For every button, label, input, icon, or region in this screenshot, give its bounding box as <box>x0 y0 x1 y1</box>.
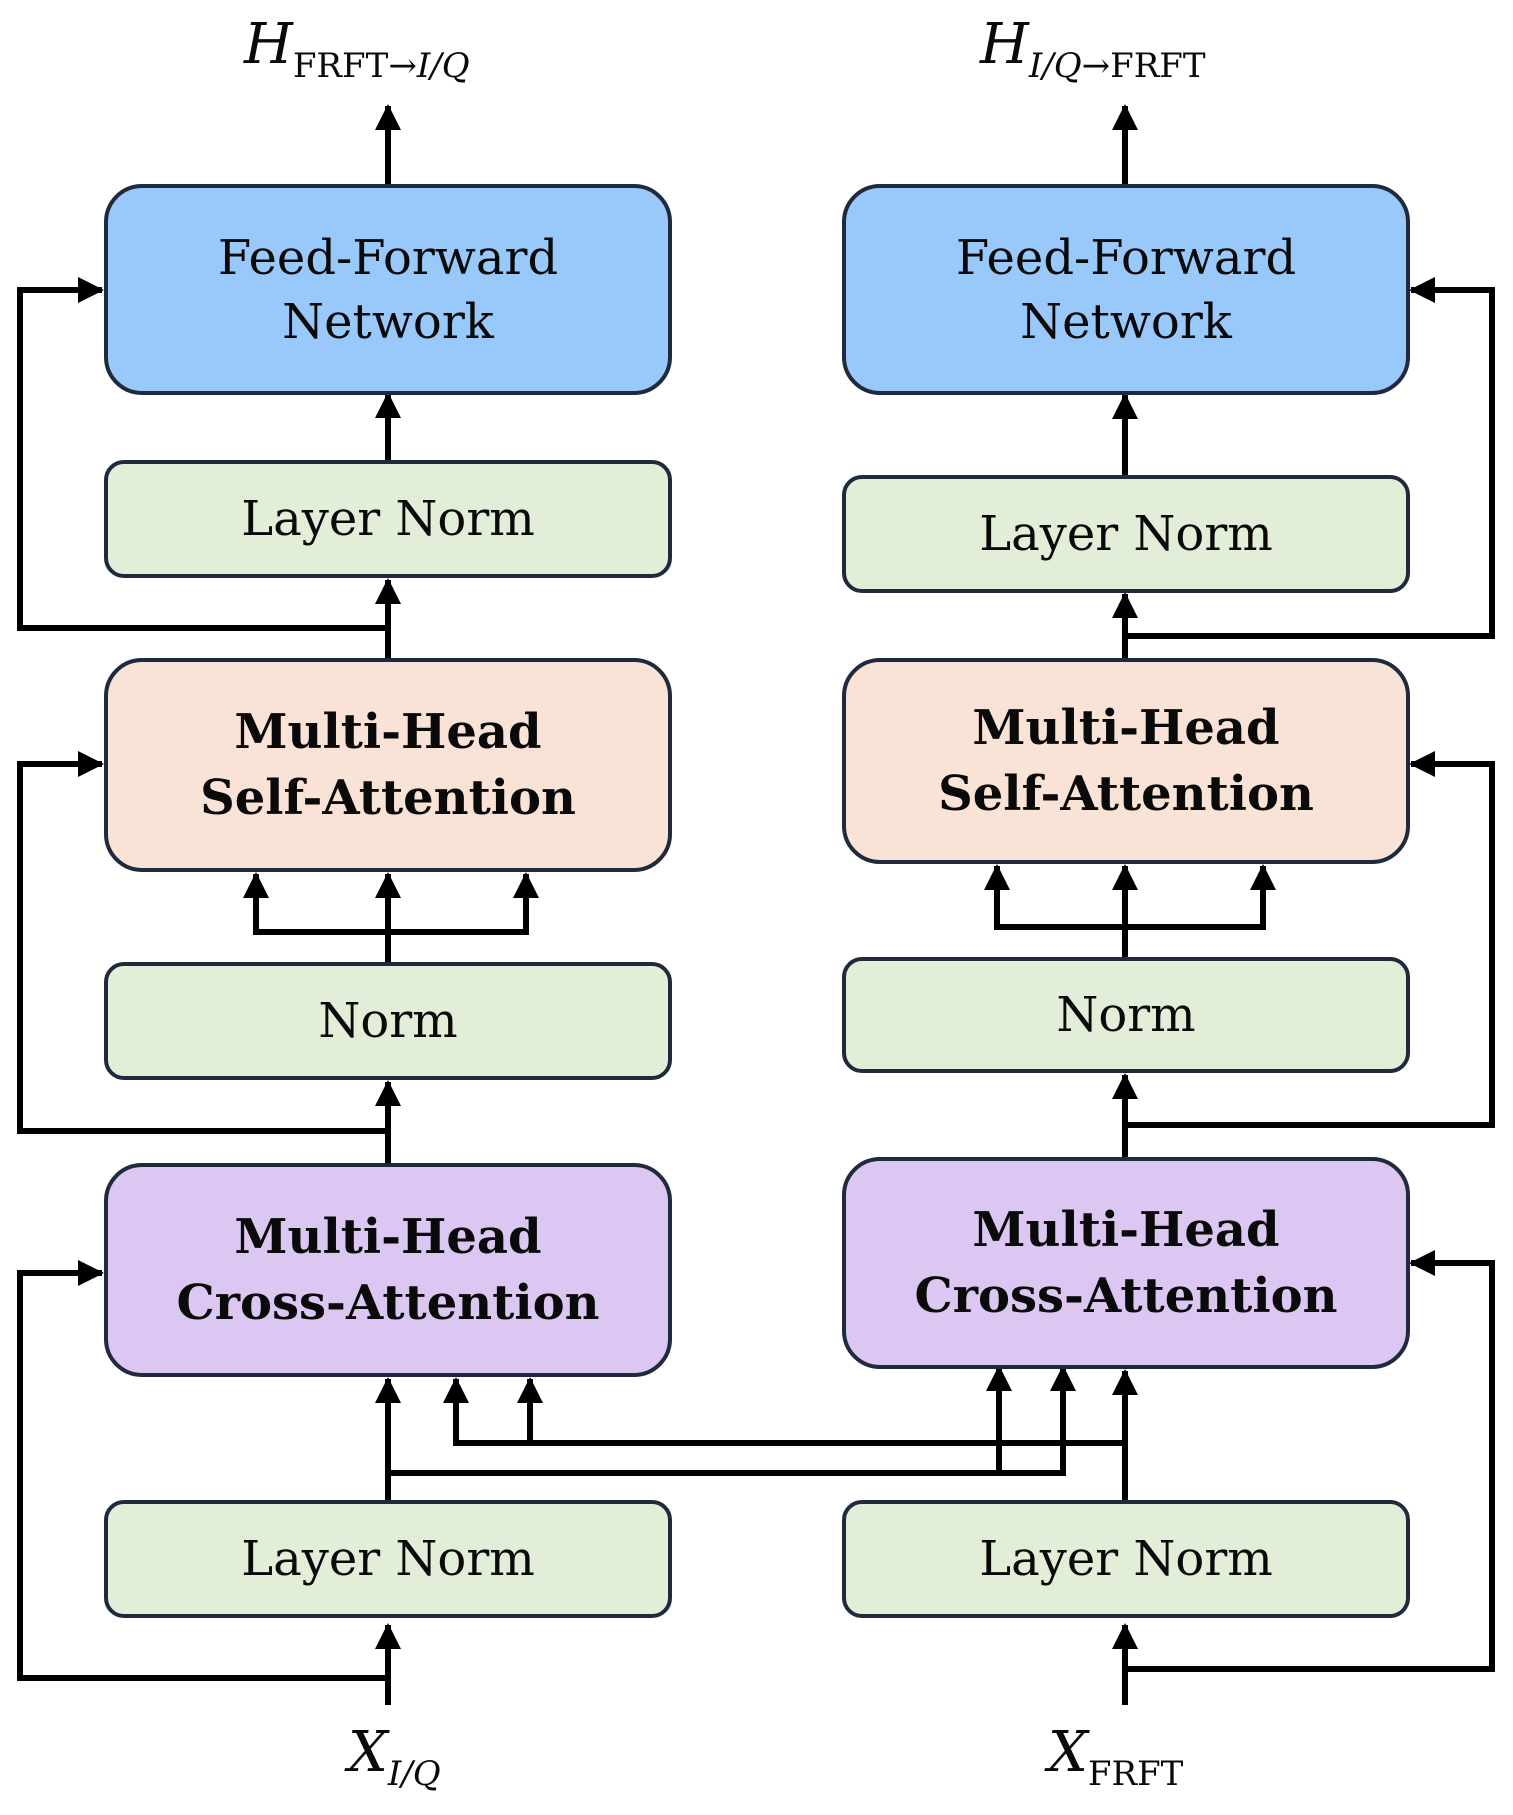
left-layer-norm-bottom-label: Layer Norm <box>241 1531 535 1587</box>
right-norm-block: Norm <box>842 957 1410 1073</box>
left-self-attention-block: Multi-Head Self-Attention <box>104 658 672 872</box>
right-output-sub-arrow: → <box>1081 46 1111 86</box>
right-ffn-line1: Feed-Forward <box>955 229 1297 286</box>
left-output-symbol: H <box>244 12 293 77</box>
left-output-sub-b: I/Q <box>416 46 470 86</box>
right-layer-norm-top: Layer Norm <box>842 475 1410 593</box>
right-layer-norm-bottom-label: Layer Norm <box>979 1531 1273 1587</box>
left-output-label: HFRFT→I/Q <box>244 12 470 86</box>
right-residual-2 <box>1125 751 1495 1128</box>
left-norm-block: Norm <box>104 962 672 1080</box>
right-output-symbol: H <box>980 12 1029 77</box>
right-residual-1 <box>1125 1250 1495 1672</box>
right-input-symbol: X <box>1048 1720 1088 1785</box>
right-sa-line1: Multi-Head <box>972 700 1280 756</box>
right-ca-line1: Multi-Head <box>972 1202 1280 1258</box>
left-ca-line2: Cross-Attention <box>176 1275 600 1331</box>
left-residual-1 <box>17 1260 388 1681</box>
left-layer-norm-top: Layer Norm <box>104 460 672 578</box>
right-output-sub-a: I/Q <box>1028 46 1082 86</box>
left-output-sub-arrow: → <box>388 46 417 86</box>
left-sa-line1: Multi-Head <box>234 704 542 760</box>
left-ffn-line2: Network <box>282 293 494 350</box>
right-layer-norm-bottom: Layer Norm <box>842 1500 1410 1618</box>
left-layer-norm-top-label: Layer Norm <box>241 491 535 547</box>
left-input-label: XI/Q <box>348 1720 441 1794</box>
right-output-sub-b: FRFT <box>1110 46 1206 86</box>
left-output-sub-a: FRFT <box>292 46 389 86</box>
left-feed-forward-block: Feed-Forward Network <box>104 184 672 395</box>
left-layer-norm-bottom: Layer Norm <box>104 1500 672 1618</box>
right-residual-3 <box>1125 277 1495 639</box>
right-output-label: HI/Q→FRFT <box>980 12 1206 86</box>
left-input-symbol: X <box>348 1720 388 1785</box>
right-layer-norm-top-label: Layer Norm <box>979 506 1273 562</box>
left-residual-3 <box>17 277 388 631</box>
right-ffn-line2: Network <box>1020 293 1232 350</box>
left-ffn-line1: Feed-Forward <box>217 229 559 286</box>
right-sa-line2: Self-Attention <box>938 766 1314 822</box>
left-cross-attention-block: Multi-Head Cross-Attention <box>104 1163 672 1377</box>
right-ca-line2: Cross-Attention <box>914 1268 1338 1324</box>
right-input-label: XFRFT <box>1048 1720 1183 1794</box>
left-input-sub: I/Q <box>387 1754 441 1794</box>
right-norm-label: Norm <box>1056 987 1196 1043</box>
left-ca-line1: Multi-Head <box>234 1209 542 1265</box>
right-input-sub: FRFT <box>1087 1754 1184 1794</box>
left-sa-line2: Self-Attention <box>200 770 576 826</box>
right-feed-forward-block: Feed-Forward Network <box>842 184 1410 395</box>
right-cross-attention-block: Multi-Head Cross-Attention <box>842 1157 1410 1369</box>
left-norm-label: Norm <box>318 993 458 1049</box>
right-self-attention-block: Multi-Head Self-Attention <box>842 658 1410 864</box>
left-residual-2 <box>17 751 388 1134</box>
